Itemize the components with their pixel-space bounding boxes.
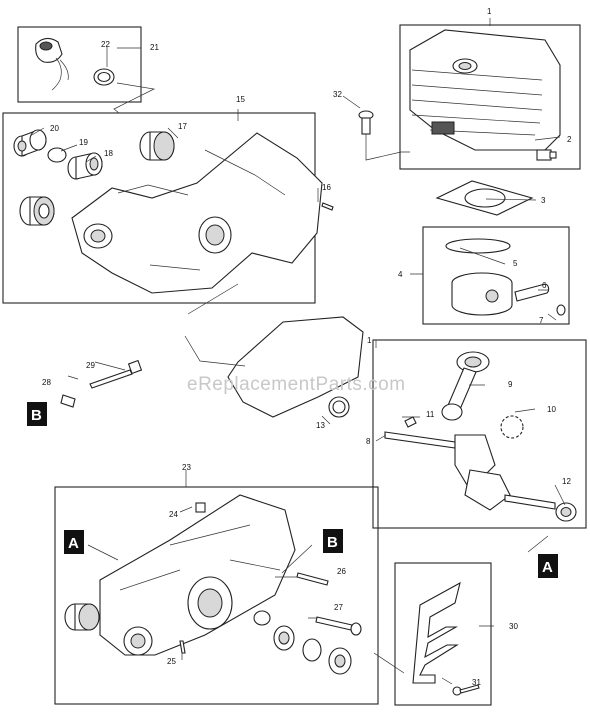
oil-seal-17-part [139, 131, 175, 161]
needle-bearing-18-part [67, 152, 103, 180]
callout-24: 24 [169, 510, 178, 519]
callout-numbers: 1 2 3 4 5 6 7 8 9 10 11 12 13 1 15 16 17… [42, 7, 572, 687]
callout-10: 10 [547, 405, 556, 414]
callout-1-crankcase: 1 [367, 336, 372, 345]
callout-12: 12 [562, 477, 571, 486]
watermark-text: eReplacementParts.com [187, 374, 406, 395]
spike-bumper-30-part [412, 581, 461, 684]
callout-20: 20 [50, 124, 59, 133]
callout-30: 30 [509, 622, 518, 631]
bolt-27-part [315, 616, 362, 636]
tag-a-right: A [538, 554, 558, 578]
crankcase-23-part [99, 494, 296, 656]
callout-32: 32 [333, 90, 342, 99]
crankshaft-8-part [384, 431, 556, 511]
screw-31-part [452, 684, 480, 696]
callout-4: 4 [398, 270, 403, 279]
spark-plug-cap-part [35, 37, 69, 91]
frame-piston [422, 226, 570, 325]
pin-16-part [321, 202, 334, 211]
bearing-20-part [13, 129, 47, 157]
callout-31: 31 [472, 678, 481, 687]
seal-ring-13-part [328, 396, 350, 418]
callout-6: 6 [542, 281, 547, 290]
clip-7-part [556, 304, 566, 316]
bearing-12-part [555, 502, 577, 522]
callout-7: 7 [539, 316, 544, 325]
callout-16: 16 [322, 183, 331, 192]
callout-19: 19 [79, 138, 88, 147]
frame-crankcase-half [54, 486, 379, 705]
tag-b-left: B [27, 402, 47, 426]
grommet-part [93, 68, 115, 86]
stud-26-part [296, 572, 329, 586]
frame-spike-bumper [394, 562, 492, 706]
leader-lines [29, 18, 566, 685]
gasket-3-part [435, 180, 534, 216]
svg-text:B: B [327, 534, 338, 551]
callout-2: 2 [567, 135, 572, 144]
callout-1-top: 1 [487, 7, 492, 16]
bolt-29-part [89, 359, 143, 389]
callout-9: 9 [508, 380, 513, 389]
frame-ignition-cap [17, 26, 142, 103]
callout-29: 29 [86, 361, 95, 370]
tag-a-bottom-left: A [64, 530, 84, 554]
cylinder-1-part [409, 29, 561, 151]
callout-25: 25 [167, 657, 176, 666]
connecting-rod-9-part [441, 351, 490, 421]
callout-23: 23 [182, 463, 191, 472]
oil-seal-left-part [19, 196, 55, 226]
callout-22: 22 [101, 40, 110, 49]
callout-17: 17 [178, 122, 187, 131]
callout-5: 5 [513, 259, 518, 268]
piston-pin-6-part [514, 283, 550, 302]
callout-18: 18 [104, 149, 113, 158]
bearing-set-bottom-part [253, 610, 352, 675]
nut-24-part [195, 502, 206, 513]
frame-crankshaft [372, 339, 587, 529]
tag-b-bottom: B [323, 529, 343, 553]
oil-seal-bottom-left-part [64, 603, 100, 631]
callout-13: 13 [316, 421, 325, 430]
callout-26: 26 [337, 567, 346, 576]
callout-8: 8 [366, 437, 371, 446]
callout-21: 21 [150, 43, 159, 52]
svg-text:A: A [68, 535, 79, 552]
crankcase-gasket-part [227, 316, 364, 418]
piston-4-part [451, 272, 513, 316]
callout-3: 3 [541, 196, 546, 205]
svg-text:A: A [542, 559, 553, 576]
screw-32-part [358, 110, 374, 135]
decompression-valve-2-part [536, 149, 557, 161]
callout-15: 15 [236, 95, 245, 104]
callout-28: 28 [42, 378, 51, 387]
callout-11: 11 [426, 410, 435, 419]
callout-27: 27 [334, 603, 343, 612]
needle-bearing-10-part [500, 415, 524, 439]
svg-text:B: B [31, 407, 42, 424]
key-11-part [404, 416, 417, 428]
circlip-19-part [47, 147, 67, 163]
crankcase-15-part [71, 132, 323, 294]
nut-28-part [60, 394, 76, 408]
piston-ring-5-part [445, 238, 511, 254]
